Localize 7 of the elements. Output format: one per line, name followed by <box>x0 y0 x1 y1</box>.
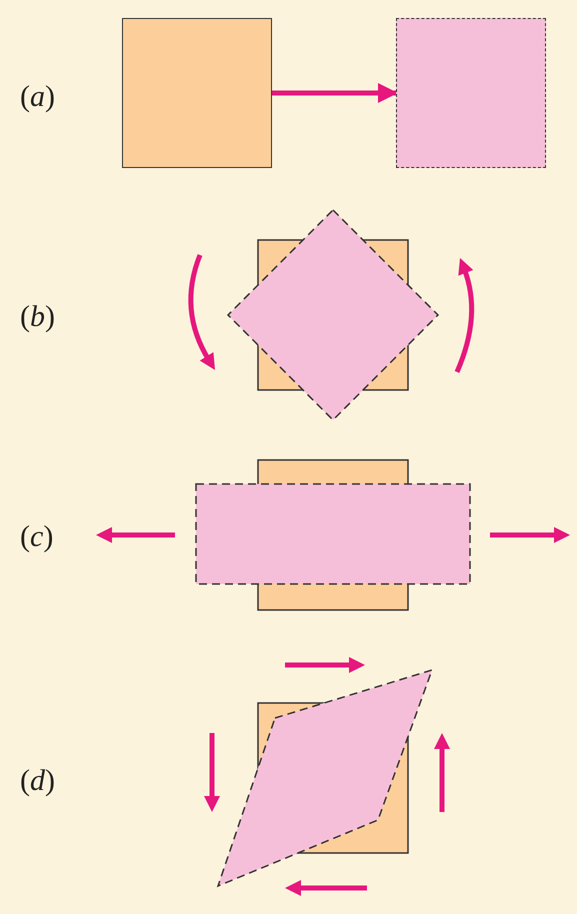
panel-label: (b) <box>20 300 55 334</box>
original-square <box>122 18 272 168</box>
translated-square <box>396 18 546 168</box>
panel-label: (a) <box>20 80 55 114</box>
panel-label: (c) <box>20 520 54 554</box>
panel-label: (d) <box>20 764 55 798</box>
arrow <box>272 83 398 103</box>
